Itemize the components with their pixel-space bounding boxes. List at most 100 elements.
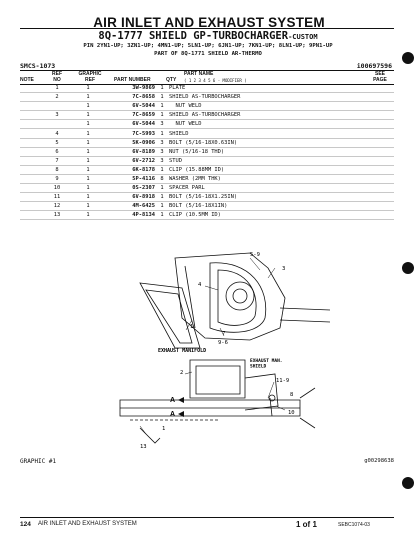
cell-pn: 4P-8134 [107, 210, 155, 221]
modifier-subheader: ( 1 2 3 4 5 6 - MODIFIER ) [184, 78, 247, 83]
cell-ref: 11 [45, 192, 69, 203]
cell-ref: 1 [45, 84, 69, 94]
cell-name: WASHER (2MM THK) [169, 174, 394, 185]
cell-note [20, 201, 45, 212]
part-of-line: PART OF 8Q-1771 SHIELD AR-THERMO [154, 51, 262, 57]
cell-ref: 9 [45, 174, 69, 185]
manifold-shield-shape [189, 359, 246, 399]
cell-qty: 1 [155, 84, 169, 94]
cell-gref: 1 [69, 110, 107, 121]
cell-note [20, 84, 45, 94]
cell-ref [45, 119, 69, 130]
page-title: AIR INLET AND EXHAUST SYSTEM [93, 15, 325, 30]
cell-note [20, 192, 45, 203]
cell-qty: 1 [155, 165, 169, 175]
cell-ref: 6 [45, 147, 69, 157]
cell-note [20, 210, 45, 221]
cell-pn: 6V-8918 [107, 192, 155, 203]
col-part-name: PART NAME [184, 71, 214, 77]
col-qty: QTY [166, 77, 177, 83]
group-name: 8Q-1777 SHIELD GP-TURBOCHARGER [98, 30, 289, 42]
cell-name: NUT WELD [169, 101, 394, 112]
cell-qty: 1 [155, 110, 169, 121]
form-number: SEBC1074-03 [338, 522, 370, 528]
cell-gref: 1 [69, 84, 107, 94]
callout-9-6: 9-6 [218, 340, 228, 346]
cell-qty: 1 [155, 101, 169, 112]
cell-gref: 1 [69, 147, 107, 157]
label-exhaust-shield: EXHAUST MAN.SHIELD [250, 358, 283, 370]
callout-1: 1 [190, 324, 193, 330]
callout-4: 4 [198, 282, 202, 288]
assembly-drawing: 5-9 3 4 1 7 9-6 EXHAUST MANIFOLD EXHAUST… [119, 252, 330, 450]
cell-gref: 1 [69, 92, 107, 103]
cell-note [20, 174, 45, 185]
cell-ref: 8 [45, 165, 69, 175]
cell-note [20, 92, 45, 103]
cell-name: PLATE [169, 84, 394, 94]
cell-pn: 5K-0906 [107, 138, 155, 148]
cell-pn: 7C-8659 [107, 110, 155, 121]
view-marker-a-lower: A [170, 411, 175, 418]
cell-ref: 2 [45, 92, 69, 103]
cell-qty: 3 [155, 138, 169, 148]
cell-ref: 10 [45, 183, 69, 194]
cell-note [20, 101, 45, 112]
cell-note [20, 128, 45, 139]
turbo-shield-shape [174, 252, 286, 341]
cell-gref: 1 [69, 165, 107, 175]
cell-gref: 1 [69, 156, 107, 166]
cell-name: SPACER PARL [169, 183, 394, 194]
footer-section: AIR INLET AND EXHAUST SYSTEM [38, 521, 137, 527]
callout-7: 7 [222, 331, 225, 337]
graphic-label: GRAPHIC #1 [20, 458, 57, 465]
callout-3: 3 [282, 266, 285, 272]
cell-pn: 3W-9869 [107, 84, 155, 94]
cell-gref: 1 [69, 119, 107, 130]
cell-name: SHIELD AS-TURBOCHARGER [169, 110, 394, 121]
cell-name: SHIELD [169, 128, 394, 139]
cell-pn: 0S-2307 [107, 183, 155, 194]
callout-5-9: 5-9 [250, 252, 260, 258]
graphic-code: g00298638 [364, 458, 394, 464]
callout-11-9: 11-9 [276, 378, 289, 384]
callout-10: 10 [288, 410, 295, 416]
cell-ref: 5 [45, 138, 69, 148]
smcs-code: SMCS-1073 [20, 62, 56, 70]
cell-gref: 1 [69, 101, 107, 112]
cell-gref: 1 [69, 192, 107, 203]
cell-name: BOLT (5/16-18X1.25IN) [169, 192, 394, 203]
cell-qty: 3 [155, 147, 169, 157]
cell-gref: 1 [69, 128, 107, 139]
cell-note [20, 119, 45, 130]
serial-prefixes: PIN 2YN1-UP; 3ZN1-UP; 4MN1-UP; 5LN1-UP; … [83, 43, 333, 49]
callout-1-lower: 1 [162, 426, 165, 432]
cell-note [20, 165, 45, 175]
manifold-shape [119, 399, 301, 417]
view-marker-a: A [170, 397, 175, 404]
cell-qty: 1 [155, 92, 169, 103]
cell-note [20, 156, 45, 166]
title-rule [20, 28, 394, 29]
cell-name: NUT WELD [169, 119, 394, 130]
cell-qty: 1 [155, 128, 169, 139]
page-number: 124 [20, 521, 31, 528]
binder-hole [402, 262, 414, 274]
cell-ref: 3 [45, 110, 69, 121]
cell-qty: 8 [155, 174, 169, 185]
plate-shape [139, 282, 201, 349]
callout-2: 2 [180, 370, 183, 376]
cell-pn: 4M-6425 [107, 201, 155, 212]
